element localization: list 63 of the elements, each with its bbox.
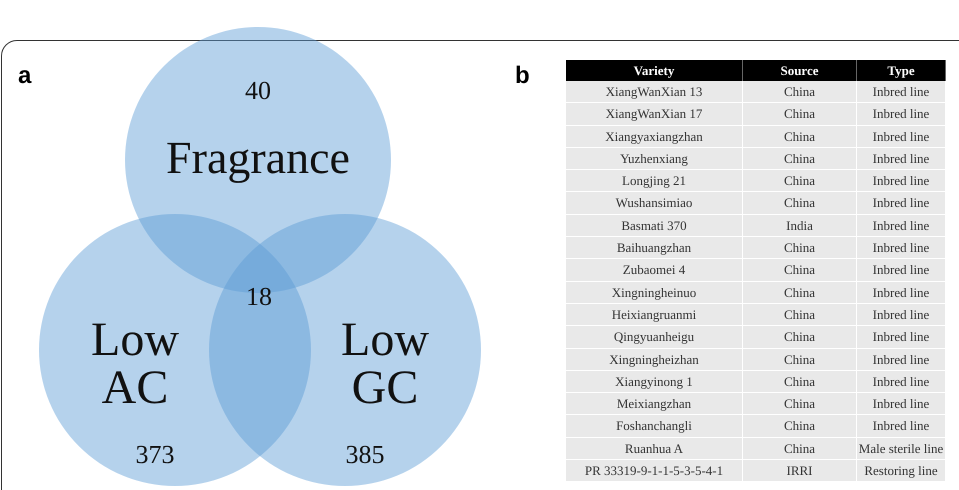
table-cell: Xiangyinong 1 — [566, 370, 743, 394]
table-cell: China — [743, 170, 857, 192]
table-cell: Foshanchangli — [566, 415, 743, 438]
table-cell: Meixiangzhan — [566, 393, 743, 416]
table-cell: Basmati 370 — [566, 214, 743, 238]
table-cell: Inbred line — [857, 282, 946, 304]
panel-letter: a — [18, 61, 32, 91]
table-cell: Zubaomei 4 — [566, 259, 743, 282]
table-cell: China — [743, 393, 857, 416]
table-cell: Inbred line — [857, 326, 946, 349]
table-cell: China — [743, 81, 857, 104]
set-label: Low GC — [340, 316, 430, 412]
table-cell: China — [743, 103, 857, 126]
table-cell: China — [743, 370, 857, 394]
table-cell: Xiangyaxiangzhan — [566, 126, 743, 148]
table-cell: India — [743, 214, 857, 238]
table-cell: China — [743, 438, 857, 460]
count-label: 373 — [134, 442, 176, 468]
table-cell: Inbred line — [857, 103, 946, 126]
table-cell: Longjing 21 — [566, 170, 743, 192]
table-cell: IRRI — [743, 460, 857, 482]
table-cell: China — [743, 348, 857, 371]
table-cell: Inbred line — [857, 304, 946, 326]
table-cell: China — [743, 304, 857, 326]
table-cell: Male sterile line — [857, 438, 946, 460]
table-cell: XiangWanXian 13 — [566, 81, 743, 104]
table-cell: Inbred line — [857, 126, 946, 148]
panel-letter: b — [515, 61, 530, 91]
count-label: 385 — [344, 442, 386, 468]
table-cell: Xingningheizhan — [566, 348, 743, 371]
table-cell: China — [743, 282, 857, 304]
table-cell: Inbred line — [857, 148, 946, 170]
table-cell: China — [743, 259, 857, 282]
set-label: Fragrance — [165, 134, 351, 181]
table-cell: Inbred line — [857, 393, 946, 416]
table-cell: China — [743, 126, 857, 148]
table-cell: Heixiangruanmi — [566, 304, 743, 326]
table-cell: China — [743, 326, 857, 349]
table-cell: Inbred line — [857, 214, 946, 238]
count-label: 40 — [244, 78, 272, 104]
table-cell: XiangWanXian 17 — [566, 103, 743, 126]
table-cell: Inbred line — [857, 81, 946, 104]
table-cell: Yuzhenxiang — [566, 148, 743, 170]
table-cell: Inbred line — [857, 237, 946, 260]
table-cell: Restoring line — [857, 460, 946, 482]
table-cell: Inbred line — [857, 259, 946, 282]
table-cell: Ruanhua A — [566, 438, 743, 460]
table-cell: Inbred line — [857, 348, 946, 371]
table-cell: Wushansimiao — [566, 192, 743, 215]
table-cell: China — [743, 148, 857, 170]
table-cell: Inbred line — [857, 192, 946, 215]
table-cell: PR 33319-9-1-1-5-3-5-4-1 — [566, 460, 743, 482]
table-cell: Xingningheinuo — [566, 282, 743, 304]
table-cell: Qingyuanheigu — [566, 326, 743, 349]
table-cell: China — [743, 415, 857, 438]
table-cell: China — [743, 192, 857, 215]
table-cell: Inbred line — [857, 170, 946, 192]
set-label: Low AC — [90, 316, 180, 412]
count-label: 18 — [245, 284, 273, 310]
table-cell: Inbred line — [857, 370, 946, 394]
table-cell: China — [743, 237, 857, 260]
table-cell: Inbred line — [857, 415, 946, 438]
table-cell: Baihuangzhan — [566, 237, 743, 260]
